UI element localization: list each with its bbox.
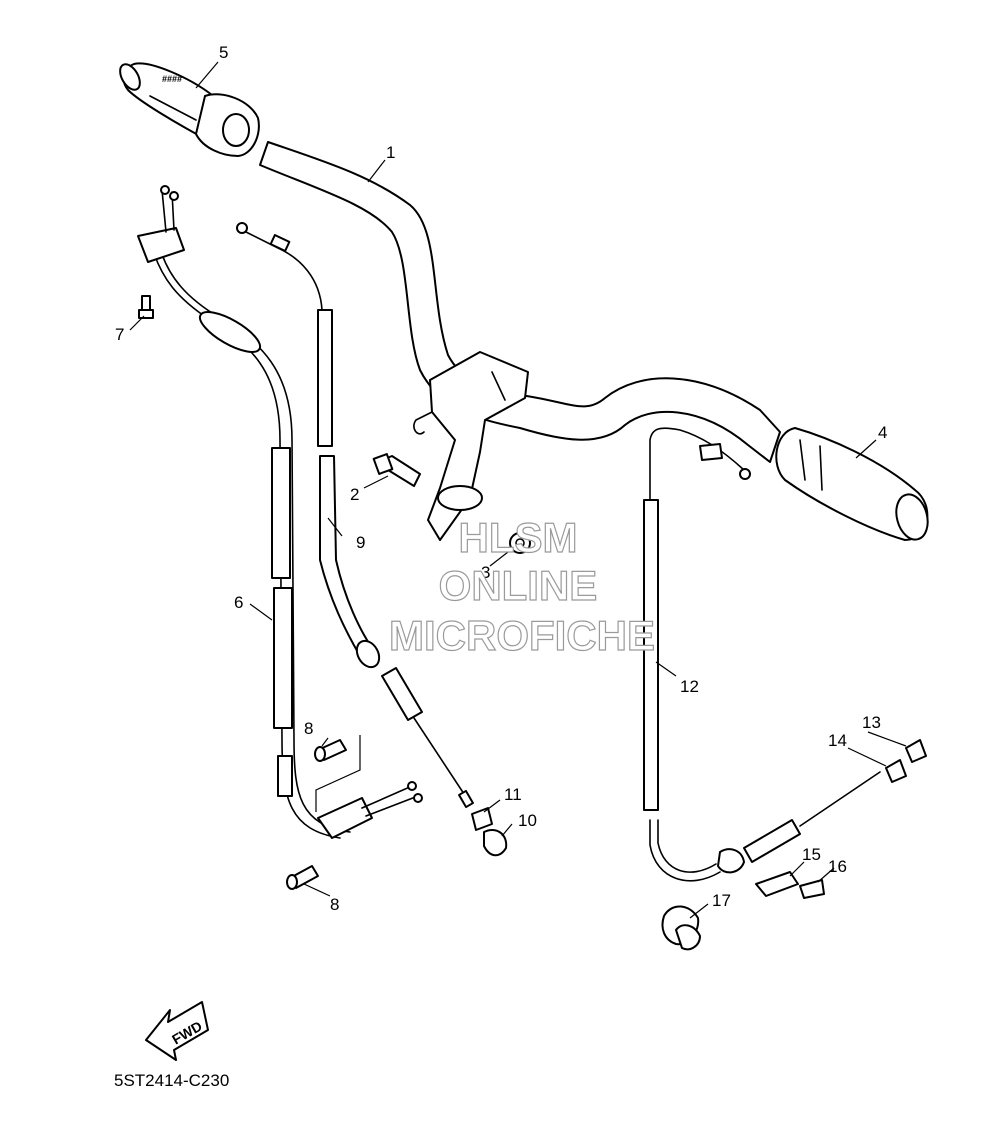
adjuster-11 (471, 807, 493, 831)
fwd-arrow: FWD (145, 1001, 209, 1061)
watermark-line-2: ONLINE (439, 562, 598, 609)
handlebar-holder (413, 351, 529, 541)
bolt-8-lower (286, 865, 319, 890)
callout-16: 16 (828, 857, 847, 876)
callout-8-lower: 8 (330, 895, 339, 914)
left-throttle-grip: #### (119, 62, 260, 157)
callout-6: 6 (234, 593, 243, 612)
right-grip (775, 427, 929, 541)
callout-5: 5 (219, 43, 228, 62)
bolt-2 (372, 453, 421, 487)
adjuster-10 (483, 829, 508, 857)
callout-10: 10 (518, 811, 537, 830)
callout-7: 7 (115, 325, 124, 344)
callout-1: 1 (386, 143, 395, 162)
callout-3: 3 (481, 563, 490, 582)
watermark-line-1: HLSM (459, 514, 578, 561)
holder-15 (755, 871, 799, 897)
clamp-17 (661, 905, 701, 951)
brake-cable-left (236, 222, 474, 809)
cable-end-13 (905, 739, 927, 763)
nut-3 (509, 532, 531, 554)
callout-2: 2 (350, 485, 359, 504)
screw-7 (138, 295, 154, 319)
callout-11: 11 (504, 785, 522, 804)
leader-lines (129, 61, 907, 919)
callout-9: 9 (356, 533, 365, 552)
brake-cable-right (643, 427, 881, 882)
bolt-8-upper (314, 739, 347, 762)
callout-15: 15 (802, 845, 821, 864)
svg-text:####: #### (162, 74, 182, 84)
callouts: 1 2 3 4 5 6 7 8 8 9 10 11 12 13 14 15 16… (115, 43, 887, 914)
callout-12: 12 (680, 677, 699, 696)
bolt-16 (799, 879, 825, 899)
callout-14: 14 (828, 731, 847, 750)
callout-4: 4 (878, 423, 887, 442)
clip-14 (885, 759, 907, 783)
watermark: HLSM ONLINE MICROFICHE (388, 513, 655, 659)
diagram-code: 5ST2414-C230 (114, 1071, 229, 1090)
handlebar (259, 141, 781, 463)
dashed-bracket (315, 735, 361, 812)
callout-13: 13 (862, 713, 881, 732)
callout-17: 17 (712, 891, 731, 910)
callout-8-upper: 8 (304, 719, 313, 738)
watermark-line-3: MICROFICHE (389, 612, 655, 659)
throttle-cable (137, 185, 423, 839)
